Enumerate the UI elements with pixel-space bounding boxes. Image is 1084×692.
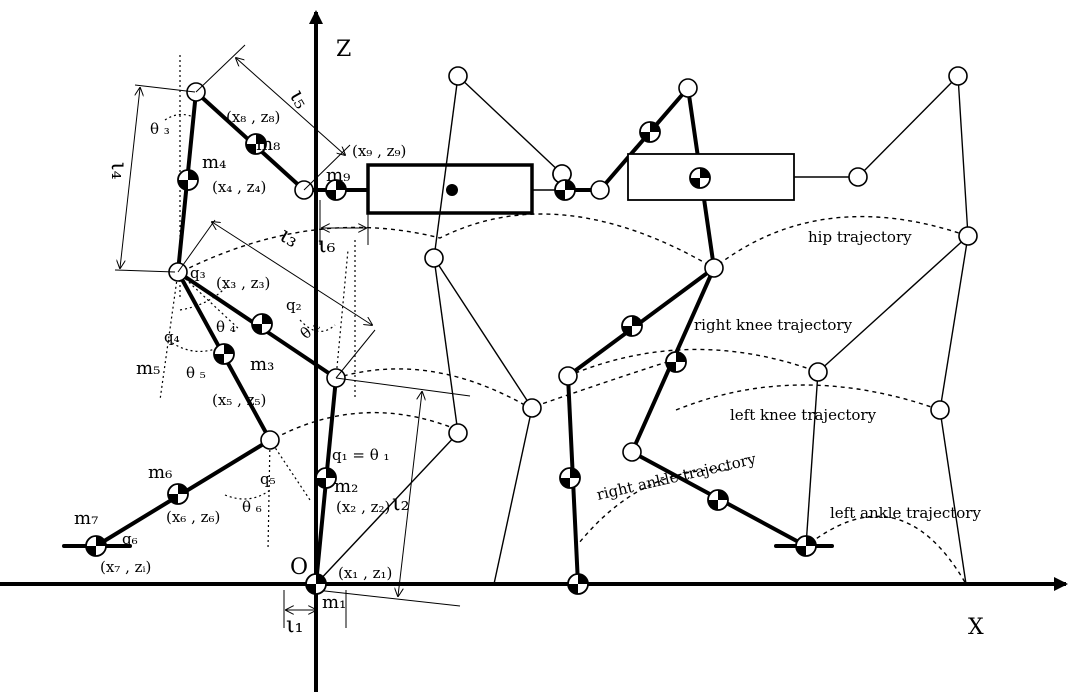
length-l3-label: ι₃ — [275, 223, 303, 253]
q6-label: q₆ — [122, 530, 138, 548]
theta3-label: θ ₃ — [150, 120, 170, 138]
coord-4-label: (x₄ , z₄) — [212, 178, 266, 196]
center-of-mass-icon — [621, 315, 643, 337]
center-of-mass-icon — [707, 489, 729, 511]
mass-m3-label: m₃ — [250, 354, 274, 375]
center-of-mass-icon — [315, 467, 337, 489]
center-of-mass-icon — [177, 169, 199, 191]
center-of-mass-icon — [554, 179, 576, 201]
q3-label: q₃ — [190, 264, 206, 282]
mass-m9-label: m₉ — [326, 165, 350, 186]
right-knee-trajectory-label: right knee trajectory — [694, 316, 853, 334]
center-of-mass-icon — [167, 483, 189, 505]
center-of-mass-icon — [567, 573, 589, 595]
mass-m7-label: m₇ — [74, 508, 98, 529]
coord-1-label: (x₁ , z₁) — [338, 564, 392, 582]
center-of-mass-icon — [665, 351, 687, 373]
origin-label: O — [290, 555, 308, 580]
center-of-mass-icon — [639, 121, 661, 143]
mass-m4-label: m₄ — [202, 152, 226, 173]
length-l1-label: ι₁ — [286, 613, 303, 638]
length-l2-label: ι₂ — [392, 491, 409, 516]
center-of-mass-icon — [689, 167, 711, 189]
coord-9-label: (x₉ , z₉) — [352, 142, 406, 160]
center-of-mass-icon — [85, 535, 107, 557]
left-ankle-trajectory-curve — [267, 412, 967, 585]
right-ankle-trajectory-label: right ankle trajectory — [595, 450, 758, 504]
gait-frame-2 — [552, 78, 858, 586]
coord-2-label: (x₂ , z₂) — [336, 498, 390, 516]
center-of-mass-icon — [305, 573, 327, 595]
length-l5-label: ι₅ — [284, 86, 314, 114]
mass-markers — [85, 121, 817, 595]
length-l6-label: ι₆ — [318, 233, 336, 258]
coord-6-label: (x₆ , z₆) — [166, 508, 220, 526]
q1-theta1-label: q₁ = θ ₁ — [332, 446, 390, 464]
trajectory-curves — [174, 213, 969, 585]
mass-m1-label: m₁ — [322, 592, 346, 613]
coord-5-label: (x₅ , z₅) — [212, 391, 266, 409]
left-knee-trajectory-label: left knee trajectory — [730, 406, 877, 424]
center-of-mass-icon — [213, 343, 235, 365]
trunk-box-2 — [627, 153, 795, 201]
q2-label: q₂ — [286, 296, 302, 314]
center-of-mass-icon — [325, 179, 347, 201]
center-of-mass-icon — [795, 535, 817, 557]
center-of-mass-icon — [251, 313, 273, 335]
length-l4-label: ι₄ — [106, 162, 131, 180]
mass-m8-label: m₈ — [256, 134, 280, 155]
q5-label: q₅ — [260, 470, 276, 488]
theta6-label: θ ₆ — [242, 498, 262, 516]
theta4-label: θ ₄ — [216, 318, 236, 336]
center-of-mass-icon — [245, 133, 267, 155]
coord-8-label: (x₈ , z₈) — [226, 108, 280, 126]
coord-3-label: (x₃ , z₃) — [216, 274, 270, 292]
theta5-label: θ ₅ — [186, 364, 206, 382]
mass-m6-label: m₆ — [148, 462, 172, 483]
axes — [0, 10, 1068, 692]
q4-label: q₄ — [164, 328, 180, 346]
right-ankle-trajectory-curve — [574, 469, 731, 549]
labels: Z X O ι₅ ι₄ ι₃ ι₆ ι₂ ι₁ m₈ m₉ m₄ m₃ m₅ m… — [74, 37, 984, 640]
gait-frame-3 — [805, 66, 978, 585]
center-of-mass-icon — [559, 467, 581, 489]
hip-trajectory-label: hip trajectory — [808, 228, 912, 246]
mass-m5-label: m₅ — [136, 358, 160, 379]
right-knee-trajectory-curve — [567, 348, 819, 377]
mass-m2-label: m₂ — [334, 476, 358, 497]
left-ankle-trajectory-label: left ankle trajectory — [830, 504, 981, 522]
z-axis-label: Z — [336, 37, 351, 62]
left-knee-trajectory-curve — [335, 357, 941, 411]
x-axis-label: X — [968, 615, 984, 640]
coord-7-label: (x₇ , zᵢ) — [100, 558, 151, 576]
